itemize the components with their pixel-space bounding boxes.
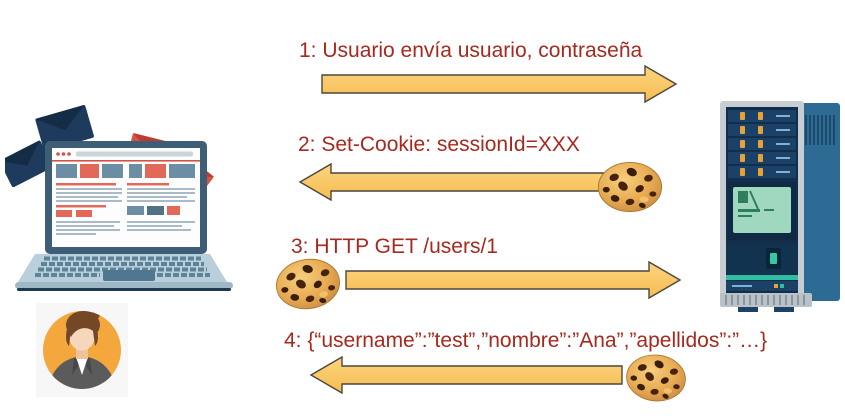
laptop-screen bbox=[45, 141, 207, 254]
user-avatar bbox=[36, 303, 128, 397]
server-illustration bbox=[720, 101, 840, 312]
cookie-icon bbox=[272, 254, 344, 314]
message-4-label: 4: {“username”:”test”,”nombre”:”Ana”,”ap… bbox=[284, 329, 768, 352]
server-grille bbox=[720, 293, 812, 312]
message-4-arrow-left bbox=[309, 355, 623, 395]
server-monitor bbox=[728, 182, 796, 240]
server-lower-panel bbox=[726, 244, 798, 291]
message-2-arrow-left bbox=[298, 162, 641, 202]
cookie-icon bbox=[623, 351, 689, 405]
message-2-label: 2: Set-Cookie: sessionId=XXX bbox=[298, 133, 580, 156]
server-rack-rows bbox=[728, 110, 796, 178]
woman-avatar-icon bbox=[43, 311, 121, 389]
client-laptop-illustration bbox=[5, 105, 233, 291]
message-3-label: 3: HTTP GET /users/1 bbox=[291, 235, 498, 258]
message-1-arrow-right bbox=[321, 64, 678, 104]
message-1-label: 1: Usuario envía usuario, contraseña bbox=[299, 39, 643, 62]
laptop-keyboard bbox=[15, 254, 233, 291]
envelope-icon bbox=[35, 105, 94, 152]
message-3-arrow-right bbox=[345, 260, 682, 300]
envelope-icon bbox=[5, 140, 53, 188]
cookie-icon bbox=[597, 161, 663, 213]
